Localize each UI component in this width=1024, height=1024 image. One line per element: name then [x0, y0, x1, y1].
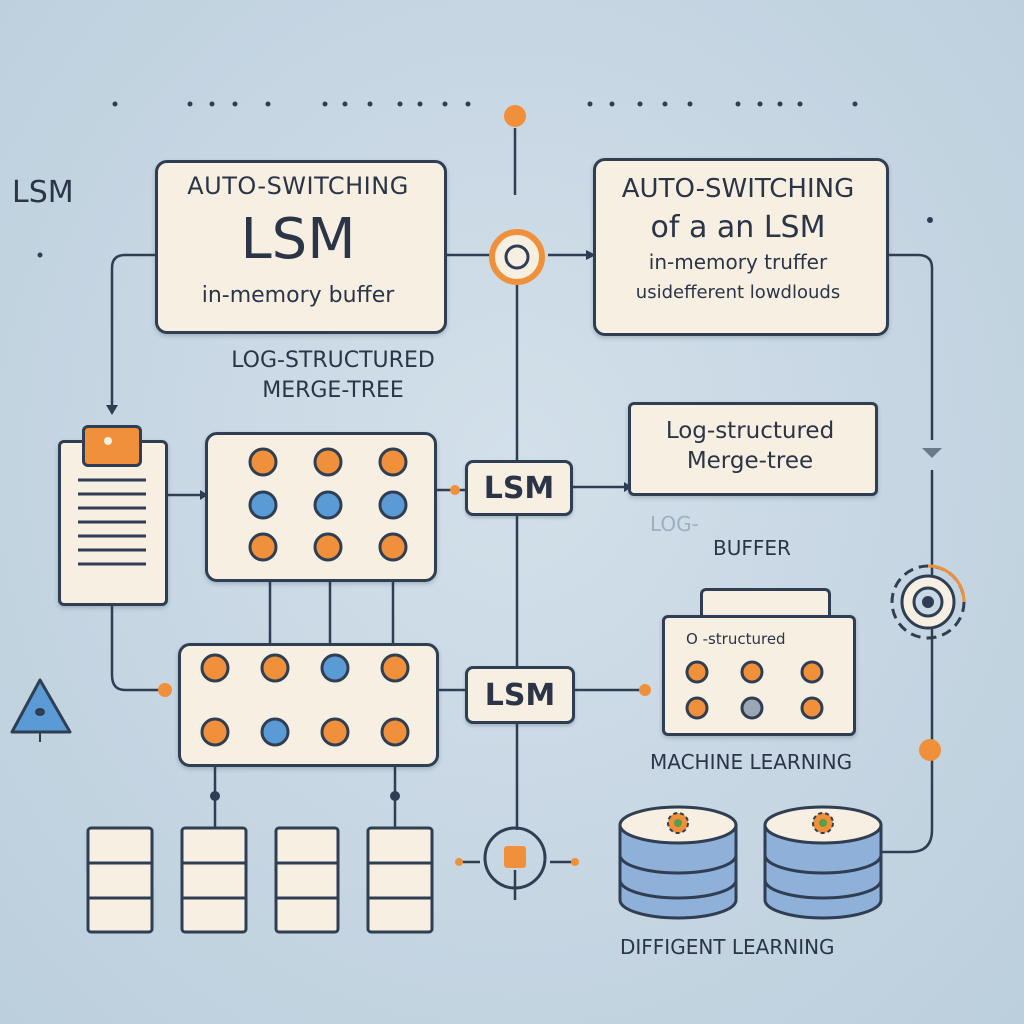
warning-icon — [10, 678, 72, 742]
top-orange-node — [504, 105, 526, 127]
buffer-label: BUFFER — [713, 536, 791, 560]
side-label: LSM — [12, 175, 74, 210]
right-title-card — [593, 158, 889, 336]
left-card-sub: in-memory buffer — [201, 283, 395, 308]
left-caption-line2: MERGE-TREE — [262, 378, 404, 403]
left-caption-line1: LOG-STRUCTURED — [231, 348, 435, 373]
left-title-card — [155, 160, 447, 334]
right-orange-node — [919, 739, 941, 761]
database-icons — [618, 805, 883, 920]
node-grid-top-nodes — [248, 447, 408, 562]
faded-label: LOG- — [650, 512, 699, 536]
gear-small-icon — [667, 812, 834, 834]
right-card-line2: of a an LSM — [650, 210, 826, 245]
bottom-ring-node — [483, 826, 547, 890]
right-mid-line1: Log-structured — [665, 418, 835, 444]
small-card-nodes — [685, 660, 824, 720]
document-lines — [78, 478, 146, 566]
right-card-line3: in-memory truffer — [648, 250, 828, 274]
bottom-label: DIFFIGENT LEARNING — [620, 935, 835, 959]
right-mid-card — [628, 402, 878, 496]
right-card-line4: usidefferent lowdlouds — [635, 282, 841, 303]
node-grid-bottom-nodes — [200, 653, 410, 747]
clipboard-clip-icon — [82, 425, 142, 467]
right-card-line1: AUTO-SWITCHING — [621, 174, 855, 204]
machine-learning-label: MACHINE LEARNING — [650, 750, 853, 774]
lsm-pill-top: LSM — [465, 460, 573, 516]
right-mid-line2: Merge-tree — [686, 448, 814, 474]
left-card-big: LSM — [240, 207, 356, 272]
storage-blocks — [86, 826, 434, 934]
lsm-pill-bottom: LSM — [465, 666, 575, 724]
gear-icon — [890, 564, 966, 640]
small-card-label: O -structured — [686, 630, 786, 648]
left-card-title: AUTO-SWITCHING — [187, 172, 409, 200]
